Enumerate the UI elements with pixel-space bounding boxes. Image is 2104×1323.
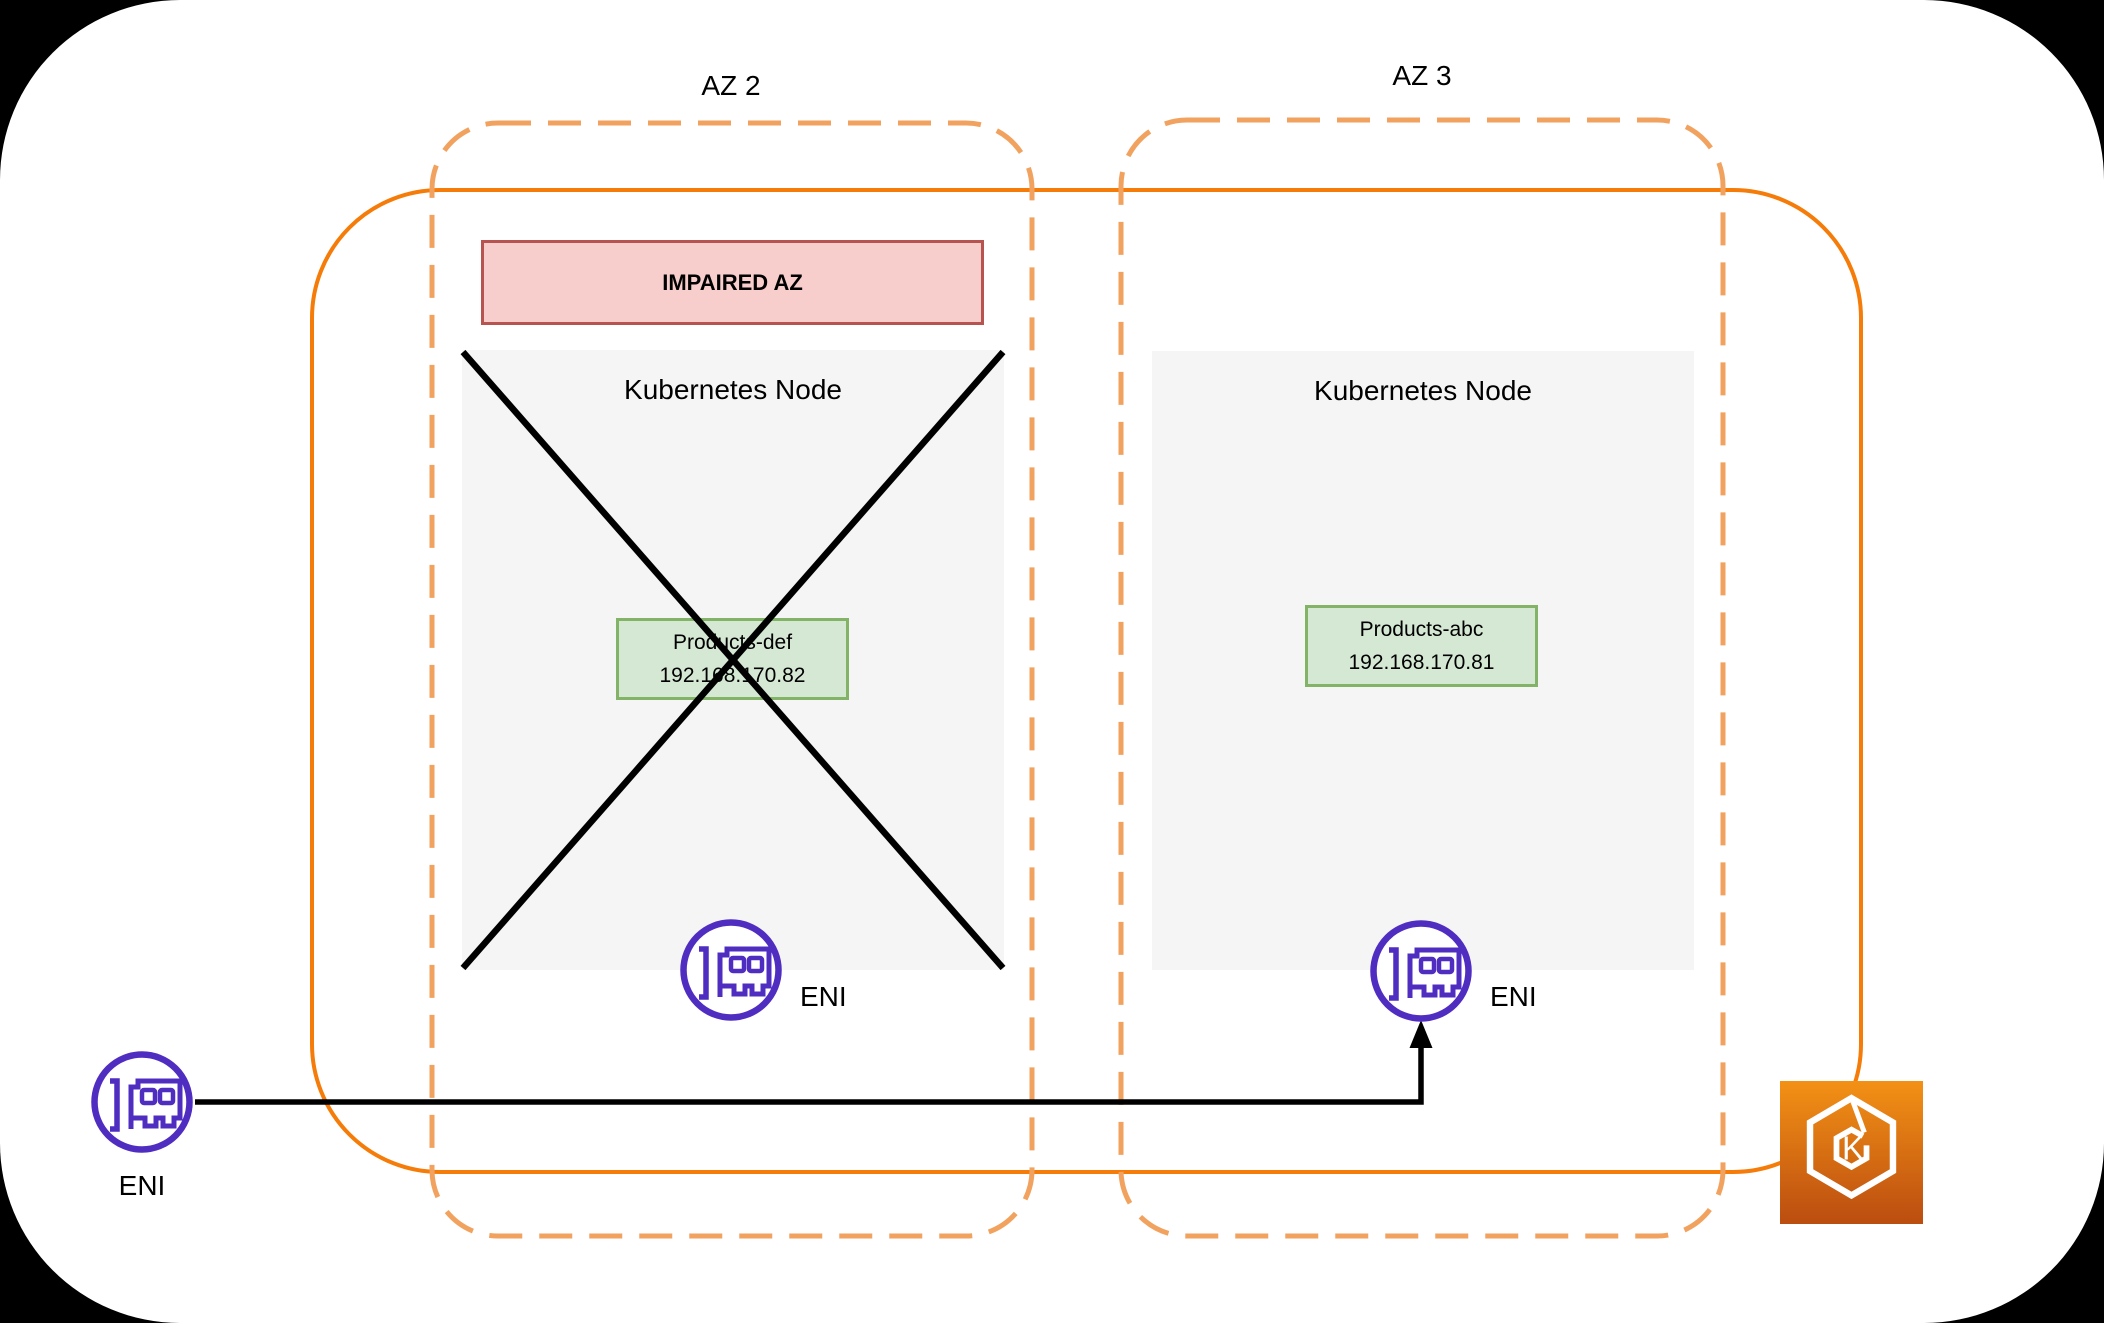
pod-products-abc: Products-abc 192.168.170.81 (1305, 605, 1538, 687)
impaired-az-banner: IMPAIRED AZ (481, 240, 984, 325)
card-body (1407, 947, 1462, 998)
card-bracket (110, 1078, 120, 1132)
az3-boundary (1118, 117, 1726, 1239)
eni-attachment-arrow (195, 1020, 1433, 1105)
network-card-glyph (699, 946, 772, 1000)
failure-x-mark (460, 349, 1006, 971)
card-window-1 (1418, 956, 1437, 975)
pod-abc-ip: 192.168.170.81 (1348, 651, 1495, 674)
network-card-glyph (1389, 947, 1462, 1001)
pod-def-name: Products-def (672, 631, 793, 654)
eni-attachment-arrow-head (1409, 1020, 1433, 1048)
pod-products-def: Products-def 192.168.170.82 (616, 618, 849, 700)
az3-label: AZ 3 (1392, 60, 1452, 91)
card-bracket (1389, 947, 1399, 1001)
eni-attachment-arrow-line (195, 1044, 1424, 1105)
card-window-1 (728, 955, 747, 974)
eks-icon: K (1780, 1081, 1923, 1224)
eks-outer-hexagon (1806, 1094, 1897, 1200)
node-az3-title: Kubernetes Node (1314, 375, 1532, 406)
pod-abc-name: Products-abc (1359, 618, 1484, 641)
eks-hexagon-glyph (1806, 1094, 1897, 1200)
eni-icon-az2 (680, 919, 782, 1021)
az2-boundary (429, 120, 1035, 1239)
node-az2-title: Kubernetes Node (624, 374, 842, 405)
eni-icon-az3 (1370, 920, 1472, 1022)
eni-standalone-label: ENI (118, 1170, 166, 1201)
card-window-1 (139, 1087, 158, 1106)
eni-icon-standalone (91, 1051, 193, 1153)
az2-label: AZ 2 (701, 70, 761, 101)
card-body (717, 946, 772, 997)
eks-apex-wedge (1849, 1098, 1867, 1134)
card-window-2 (157, 1087, 176, 1106)
eks-letter: K (1842, 1130, 1864, 1167)
card-window-2 (746, 955, 765, 974)
pod-def-ip: 192.168.170.82 (659, 664, 806, 687)
network-card-glyph (110, 1078, 183, 1132)
eni-az2-label: ENI (800, 981, 847, 1012)
impaired-az-banner-label: IMPAIRED AZ (662, 269, 803, 295)
card-bracket (699, 946, 709, 1000)
eks-inner-hexagon (1833, 1126, 1870, 1171)
x-mark-line-2 (460, 349, 1006, 971)
card-window-2 (1436, 956, 1455, 975)
card-body (128, 1078, 183, 1129)
eni-az3-label: ENI (1490, 981, 1537, 1012)
eks-cluster-boundary (310, 188, 1863, 1174)
